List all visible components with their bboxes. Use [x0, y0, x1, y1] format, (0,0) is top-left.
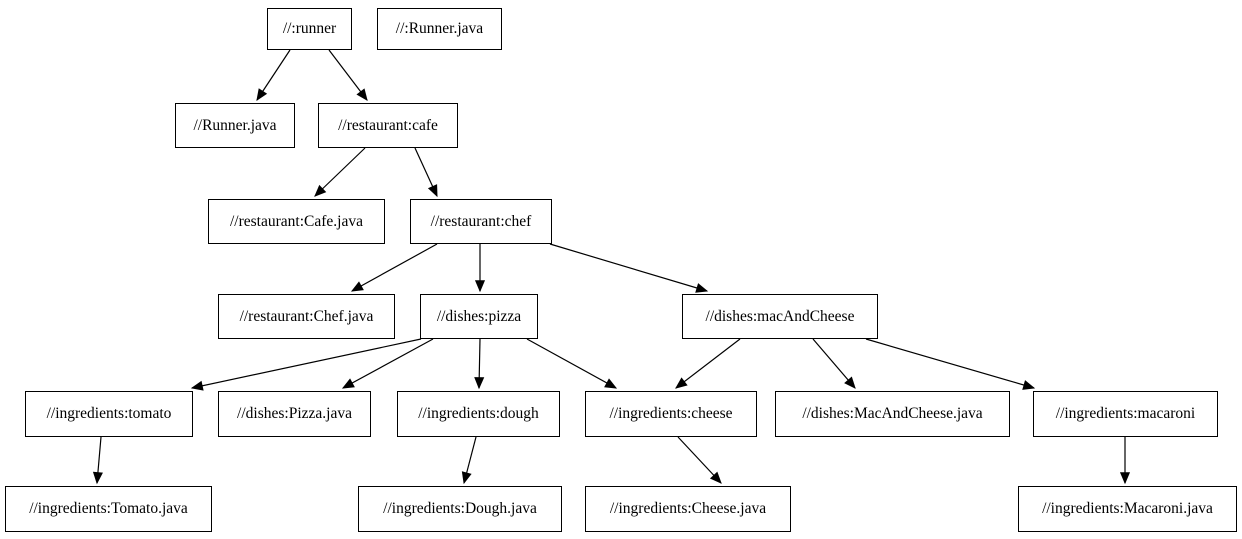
node-macaroni: //ingredients:macaroni	[1033, 391, 1218, 437]
edge-pizza-to-cheese	[526, 338, 618, 389]
edge-cafe-to-cafe-java	[314, 147, 366, 197]
node-runner: //:runner	[267, 8, 352, 50]
edge-runner-to-cafe	[328, 49, 368, 101]
edge-pizza-to-dough	[474, 338, 485, 390]
node-chef: //restaurant:chef	[410, 199, 552, 244]
edge-mac-and-cheese-to-mac-and-cheese-java	[812, 338, 856, 389]
node-dough-java: //ingredients:Dough.java	[358, 486, 562, 532]
node-dough: //ingredients:dough	[397, 391, 560, 437]
edge-mac-and-cheese-to-macaroni	[865, 338, 1036, 390]
node-cafe-java: //restaurant:Cafe.java	[208, 199, 385, 244]
edge-dough-to-dough-java	[461, 436, 477, 485]
node-runner-java-root: //:Runner.java	[377, 8, 502, 50]
edge-chef-to-chef-java	[350, 243, 438, 292]
edge-tomato-to-tomato-java	[92, 436, 103, 485]
edge-cafe-to-chef	[414, 147, 438, 198]
node-pizza-java: //dishes:Pizza.java	[218, 391, 371, 437]
node-cafe: //restaurant:cafe	[318, 103, 458, 148]
node-tomato-java: //ingredients:Tomato.java	[5, 486, 212, 532]
node-cheese-java: //ingredients:Cheese.java	[585, 486, 791, 532]
node-mac-and-cheese-java: //dishes:MacAndCheese.java	[775, 391, 1010, 437]
edge-pizza-to-pizza-java	[341, 338, 434, 389]
node-chef-java: //restaurant:Chef.java	[218, 294, 395, 339]
edge-pizza-to-tomato	[190, 338, 422, 391]
node-macaroni-java: //ingredients:Macaroni.java	[1018, 486, 1237, 532]
node-mac-and-cheese: //dishes:macAndCheese	[682, 294, 878, 339]
edge-mac-and-cheese-to-cheese	[675, 338, 741, 389]
node-cheese: //ingredients:cheese	[585, 391, 757, 437]
node-pizza: //dishes:pizza	[420, 294, 538, 339]
node-runner-java: //Runner.java	[175, 103, 295, 148]
edge-chef-to-mac-and-cheese	[549, 243, 709, 293]
edge-cheese-to-cheese-java	[677, 436, 722, 484]
edge-runner-to-runner-java	[256, 49, 291, 102]
node-tomato: //ingredients:tomato	[25, 391, 193, 437]
